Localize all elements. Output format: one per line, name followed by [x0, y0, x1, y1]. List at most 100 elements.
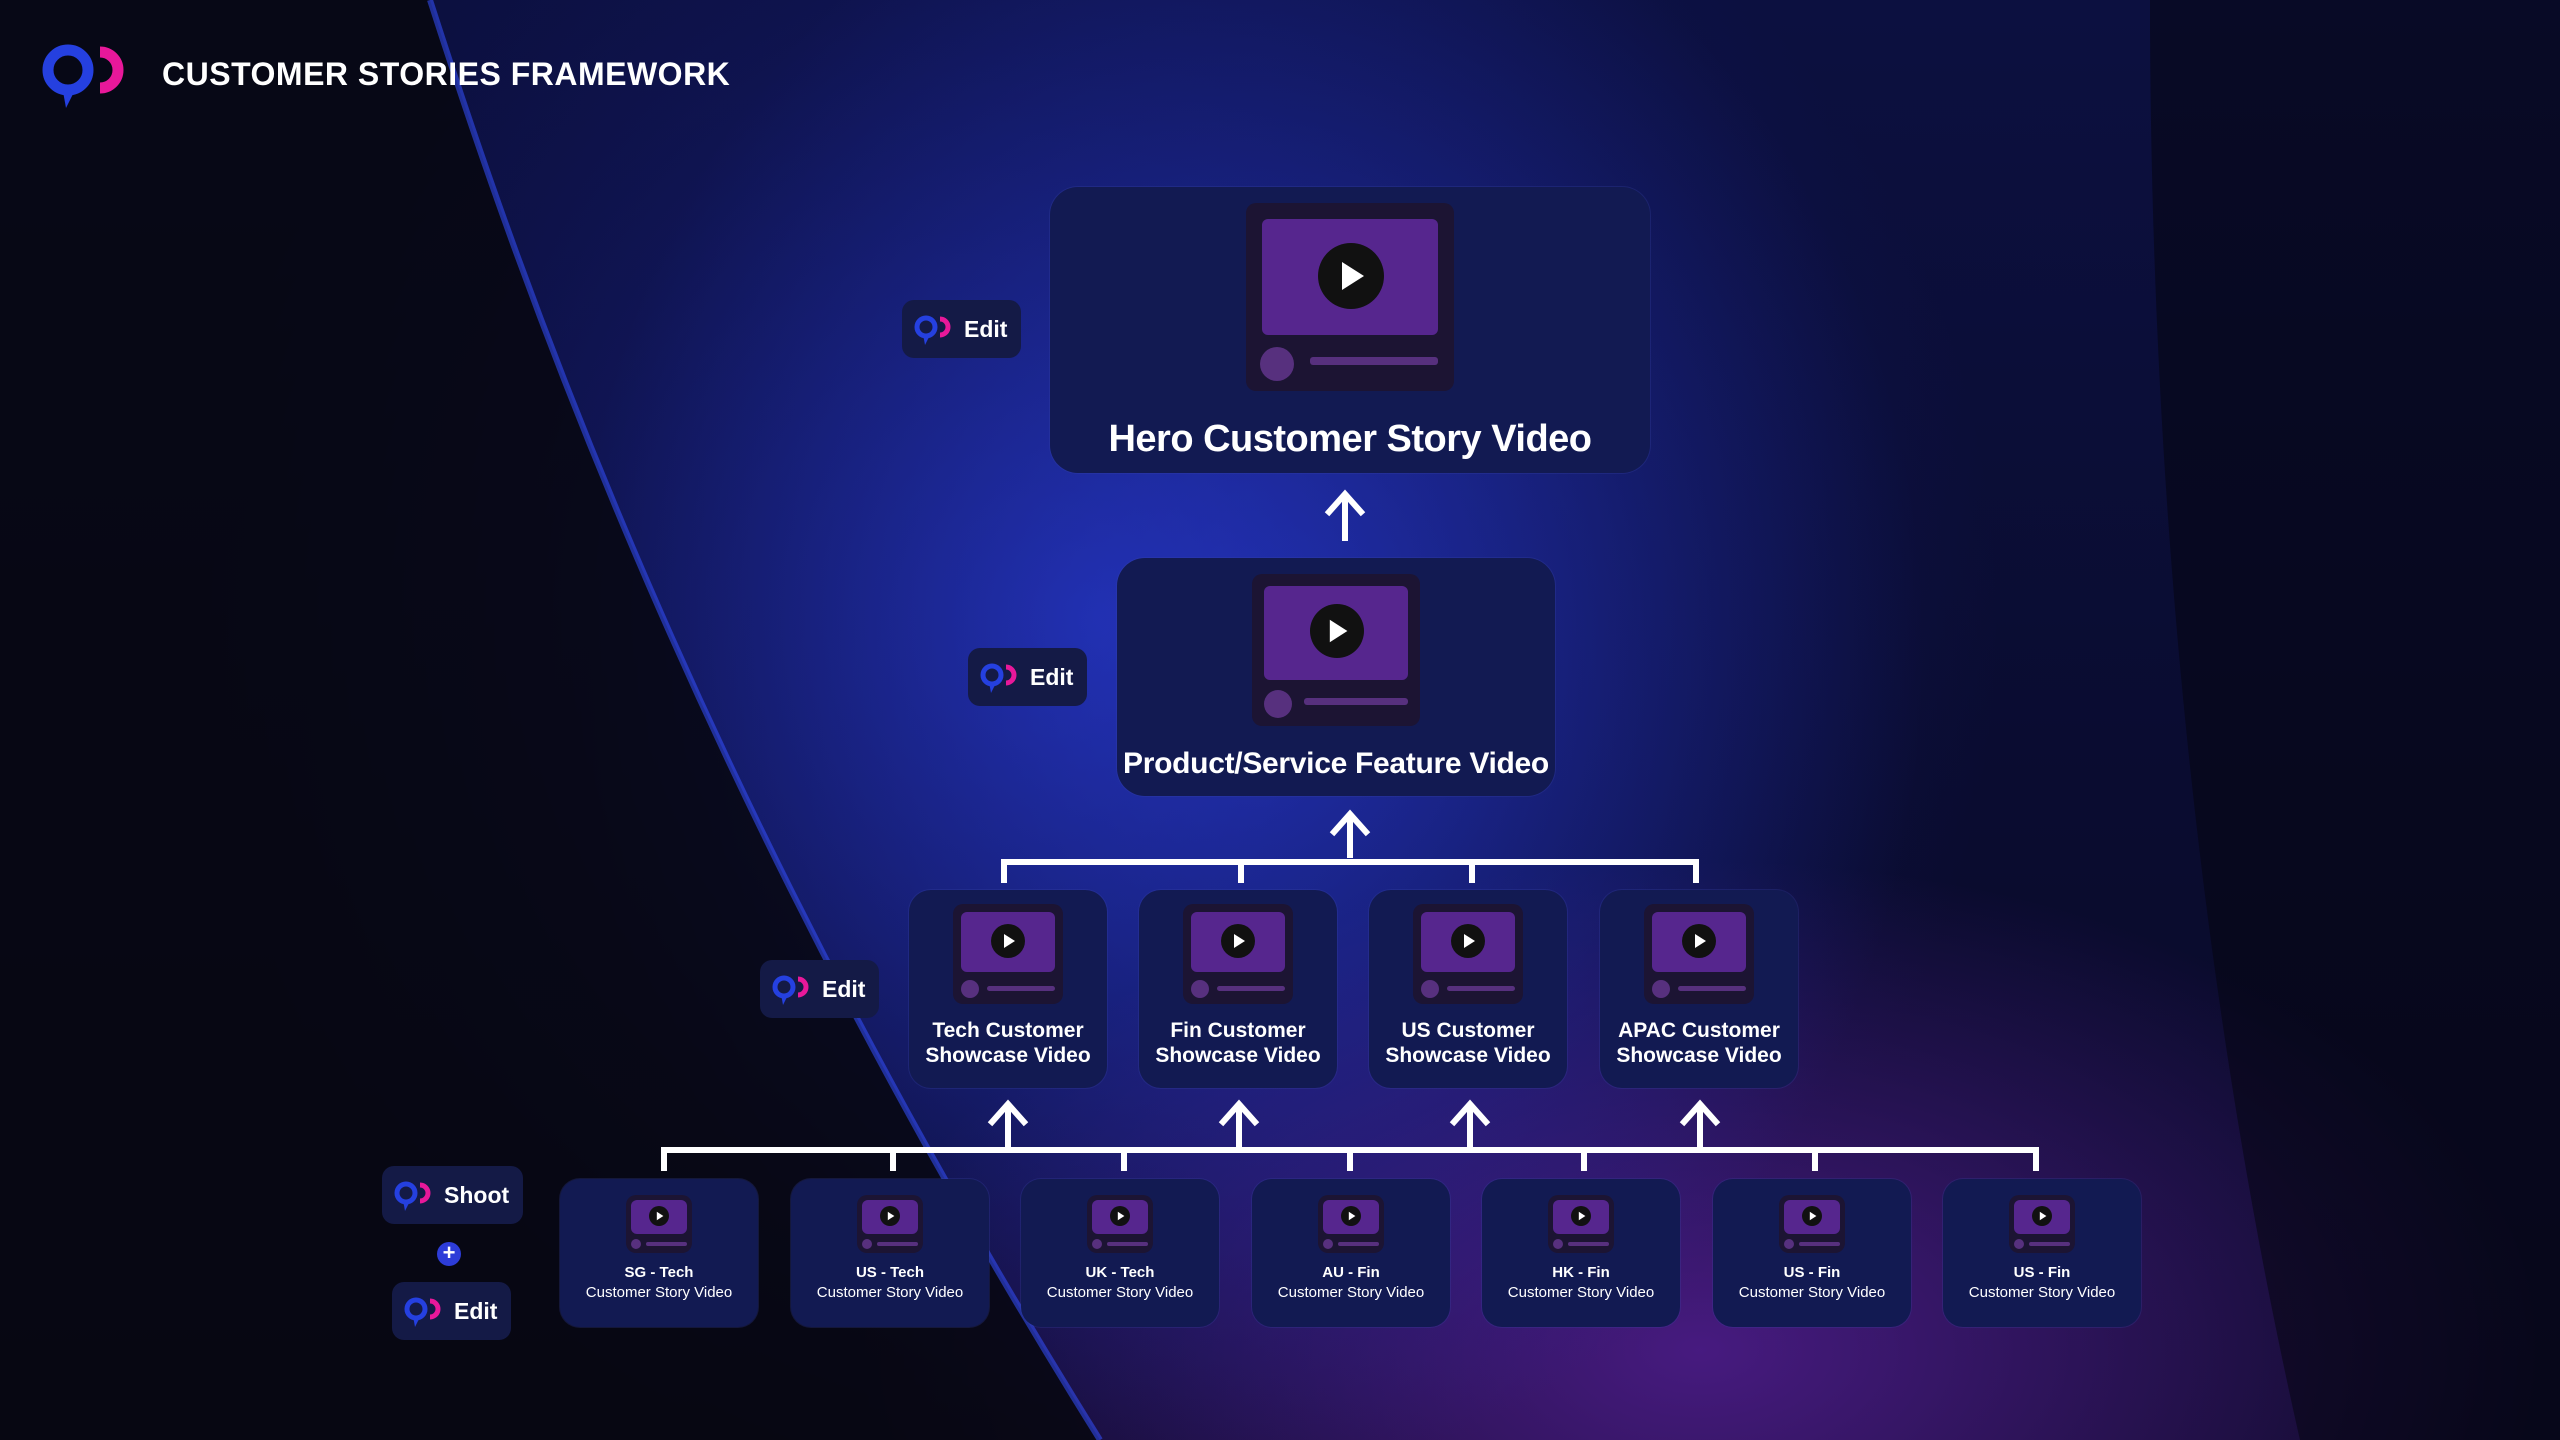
- video-player-icon: [626, 1195, 692, 1253]
- card-title: US - Fin Customer Story Video: [1969, 1263, 2115, 1304]
- story-video-card[interactable]: AU - Fin Customer Story Video: [1252, 1179, 1450, 1327]
- story-title: SG - Tech: [624, 1264, 694, 1281]
- arrow-up-icon: [1329, 809, 1371, 858]
- story-title: US - Fin: [1783, 1264, 1841, 1281]
- video-player-icon: [1183, 904, 1293, 1004]
- hero-video-card[interactable]: Hero Customer Story Video: [1050, 187, 1650, 473]
- story-video-card[interactable]: US - Fin Customer Story Video: [1943, 1179, 2141, 1327]
- card-title: US - Tech Customer Story Video: [817, 1263, 963, 1304]
- showcase-video-card[interactable]: APAC Customer Showcase Video: [1600, 890, 1798, 1088]
- play-icon: [991, 924, 1025, 958]
- card-title: US Customer Showcase Video: [1385, 1018, 1550, 1068]
- story-title: US - Fin: [2013, 1264, 2071, 1281]
- story-title: HK - Fin: [1552, 1264, 1610, 1281]
- card-title: UK - Tech Customer Story Video: [1047, 1263, 1193, 1304]
- edit-badge: Edit: [902, 300, 1022, 358]
- arrow-up-icon: [1679, 1099, 1721, 1153]
- play-icon: [1682, 924, 1716, 958]
- card-title-line: Showcase Video: [1385, 1044, 1551, 1068]
- brand-logo-icon: [394, 1181, 431, 1211]
- card-title-line: Tech Customer: [932, 1019, 1084, 1042]
- story-title: US - Tech: [855, 1264, 925, 1281]
- badge-label: Edit: [964, 315, 1008, 342]
- brand-logo-icon: [404, 1297, 441, 1327]
- arrow-up-icon: [1218, 1099, 1260, 1153]
- video-player-icon: [1548, 1195, 1614, 1253]
- story-video-card[interactable]: UK - Tech Customer Story Video: [1021, 1179, 1219, 1327]
- card-title: Hero Customer Story Video: [1108, 418, 1592, 460]
- badge-label: Shoot: [444, 1181, 510, 1208]
- story-subtitle: Customer Story Video: [585, 1284, 733, 1302]
- card-title: US - Fin Customer Story Video: [1739, 1263, 1885, 1304]
- story-video-card[interactable]: US - Tech Customer Story Video: [791, 1179, 989, 1327]
- video-player-icon: [1252, 574, 1420, 726]
- card-title-line: Fin Customer: [1170, 1019, 1306, 1042]
- brand-logo-icon: [914, 315, 951, 345]
- card-title-line: Showcase Video: [1155, 1044, 1321, 1068]
- showcase-video-card[interactable]: US Customer Showcase Video: [1369, 890, 1567, 1088]
- card-title-line: APAC Customer: [1618, 1019, 1780, 1042]
- story-subtitle: Customer Story Video: [816, 1284, 964, 1302]
- play-icon: [1341, 1206, 1361, 1226]
- card-title: Tech Customer Showcase Video: [925, 1018, 1090, 1068]
- story-subtitle: Customer Story Video: [1738, 1284, 1886, 1302]
- story-subtitle: Customer Story Video: [1507, 1284, 1655, 1302]
- play-icon: [1451, 924, 1485, 958]
- brand-logo-icon: [980, 663, 1017, 693]
- play-icon: [649, 1206, 669, 1226]
- story-subtitle: Customer Story Video: [1968, 1284, 2116, 1302]
- play-icon: [1571, 1206, 1591, 1226]
- card-title: AU - Fin Customer Story Video: [1278, 1263, 1424, 1304]
- story-video-card[interactable]: SG - Tech Customer Story Video: [560, 1179, 758, 1327]
- play-icon: [2032, 1206, 2052, 1226]
- play-icon: [1802, 1206, 1822, 1226]
- edit-badge: Edit: [760, 960, 880, 1018]
- card-title-line: Showcase Video: [925, 1044, 1091, 1068]
- story-subtitle: Customer Story Video: [1046, 1284, 1194, 1302]
- card-title: APAC Customer Showcase Video: [1616, 1018, 1781, 1068]
- story-subtitle: Customer Story Video: [1277, 1284, 1425, 1302]
- showcase-video-card[interactable]: Tech Customer Showcase Video: [909, 890, 1107, 1088]
- edit-badge: Edit: [968, 648, 1088, 706]
- story-title: UK - Tech: [1085, 1264, 1155, 1281]
- video-player-icon: [1318, 1195, 1384, 1253]
- video-player-icon: [1779, 1195, 1845, 1253]
- card-title: SG - Tech Customer Story Video: [586, 1263, 732, 1304]
- connector-line: [1001, 859, 1699, 883]
- brand-logo-icon: [772, 975, 809, 1005]
- feature-video-card[interactable]: Product/Service Feature Video: [1117, 558, 1555, 796]
- video-player-icon: [857, 1195, 923, 1253]
- arrow-up-icon: [1324, 489, 1366, 541]
- arrow-up-icon: [987, 1099, 1029, 1153]
- card-title-line: Showcase Video: [1616, 1044, 1782, 1068]
- play-icon: [880, 1206, 900, 1226]
- badge-label: Edit: [822, 975, 866, 1002]
- play-icon: [1221, 924, 1255, 958]
- page-title: CUSTOMER STORIES FRAMEWORK: [162, 55, 731, 92]
- arrow-up-icon: [1449, 1099, 1491, 1153]
- story-video-card[interactable]: HK - Fin Customer Story Video: [1482, 1179, 1680, 1327]
- badge-label: Edit: [1030, 663, 1074, 690]
- brand-logo-icon: [42, 44, 124, 108]
- play-icon: [1310, 604, 1364, 658]
- video-player-icon: [2009, 1195, 2075, 1253]
- badge-label: Edit: [454, 1297, 498, 1324]
- video-player-icon: [1413, 904, 1523, 1004]
- edit-badge: Edit: [392, 1282, 512, 1340]
- header: CUSTOMER STORIES FRAMEWORK: [38, 38, 730, 110]
- card-title-line: US Customer: [1401, 1019, 1535, 1042]
- card-title: HK - Fin Customer Story Video: [1508, 1263, 1654, 1304]
- connector-line: [661, 1147, 2039, 1171]
- story-title: AU - Fin: [1322, 1264, 1380, 1281]
- plus-icon: +: [437, 1242, 461, 1266]
- video-player-icon: [953, 904, 1063, 1004]
- card-title: Product/Service Feature Video: [1123, 747, 1549, 780]
- video-player-icon: [1246, 203, 1454, 391]
- story-video-card[interactable]: US - Fin Customer Story Video: [1713, 1179, 1911, 1327]
- card-title: Fin Customer Showcase Video: [1155, 1018, 1320, 1068]
- play-icon: [1110, 1206, 1130, 1226]
- video-player-icon: [1644, 904, 1754, 1004]
- play-icon: [1318, 243, 1384, 309]
- video-player-icon: [1087, 1195, 1153, 1253]
- showcase-video-card[interactable]: Fin Customer Showcase Video: [1139, 890, 1337, 1088]
